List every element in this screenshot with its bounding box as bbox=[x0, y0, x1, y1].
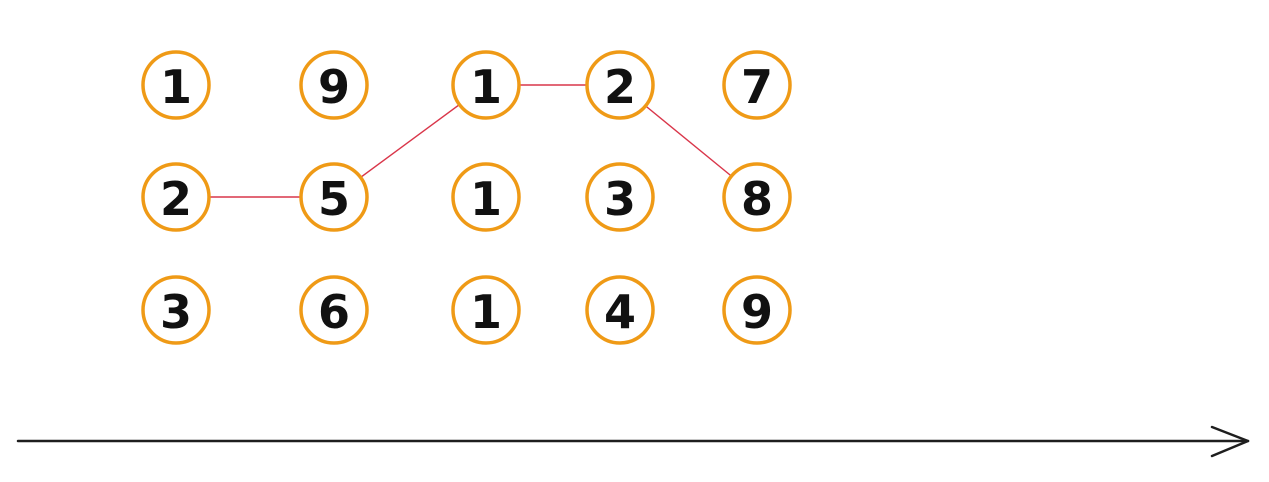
node-c4-r3: 4 bbox=[585, 275, 655, 345]
node-label: 2 bbox=[604, 60, 636, 114]
node-c4-r1: 2 bbox=[585, 50, 655, 120]
timeline-axis bbox=[16, 425, 1250, 458]
node-circle bbox=[141, 162, 211, 232]
node-circle bbox=[299, 275, 369, 345]
node-c3-r2: 1 bbox=[451, 162, 521, 232]
node-label: 6 bbox=[318, 285, 350, 339]
node-label: 8 bbox=[741, 172, 773, 226]
node-c2-r2: 5 bbox=[299, 162, 369, 232]
node-c4-r2: 3 bbox=[585, 162, 655, 232]
node-label: 1 bbox=[470, 60, 502, 114]
node-circle bbox=[585, 275, 655, 345]
node-circle bbox=[722, 275, 792, 345]
node-circle bbox=[299, 50, 369, 120]
node-label: 1 bbox=[160, 60, 192, 114]
node-c1-r2: 2 bbox=[141, 162, 211, 232]
node-label: 7 bbox=[741, 60, 773, 114]
arrow-right-icon bbox=[1210, 425, 1250, 458]
node-circle bbox=[451, 50, 521, 120]
node-circle bbox=[451, 162, 521, 232]
node-label: 1 bbox=[470, 172, 502, 226]
node-circle bbox=[585, 50, 655, 120]
node-circle bbox=[141, 275, 211, 345]
node-c2-r1: 9 bbox=[299, 50, 369, 120]
node-c1-r3: 3 bbox=[141, 275, 211, 345]
node-label: 9 bbox=[741, 285, 773, 339]
node-label: 9 bbox=[318, 60, 350, 114]
node-label: 3 bbox=[160, 285, 192, 339]
node-c3-r1: 1 bbox=[451, 50, 521, 120]
node-c5-r1: 7 bbox=[722, 50, 792, 120]
node-circle bbox=[299, 162, 369, 232]
node-label: 2 bbox=[160, 172, 192, 226]
node-circle bbox=[451, 275, 521, 345]
node-label: 3 bbox=[604, 172, 636, 226]
node-circle bbox=[141, 50, 211, 120]
node-label: 1 bbox=[470, 285, 502, 339]
node-c5-r2: 8 bbox=[722, 162, 792, 232]
node-c2-r3: 6 bbox=[299, 275, 369, 345]
node-c3-r3: 1 bbox=[451, 275, 521, 345]
node-circle bbox=[722, 162, 792, 232]
node-c1-r1: 1 bbox=[141, 50, 211, 120]
node-label: 5 bbox=[318, 172, 350, 226]
node-circle bbox=[585, 162, 655, 232]
node-grid: 1 2 3 9 5 6 1 1 1 2 3 4 7 8 9 bbox=[141, 50, 792, 345]
node-circle bbox=[722, 50, 792, 120]
node-label: 4 bbox=[604, 285, 636, 339]
node-c5-r3: 9 bbox=[722, 275, 792, 345]
